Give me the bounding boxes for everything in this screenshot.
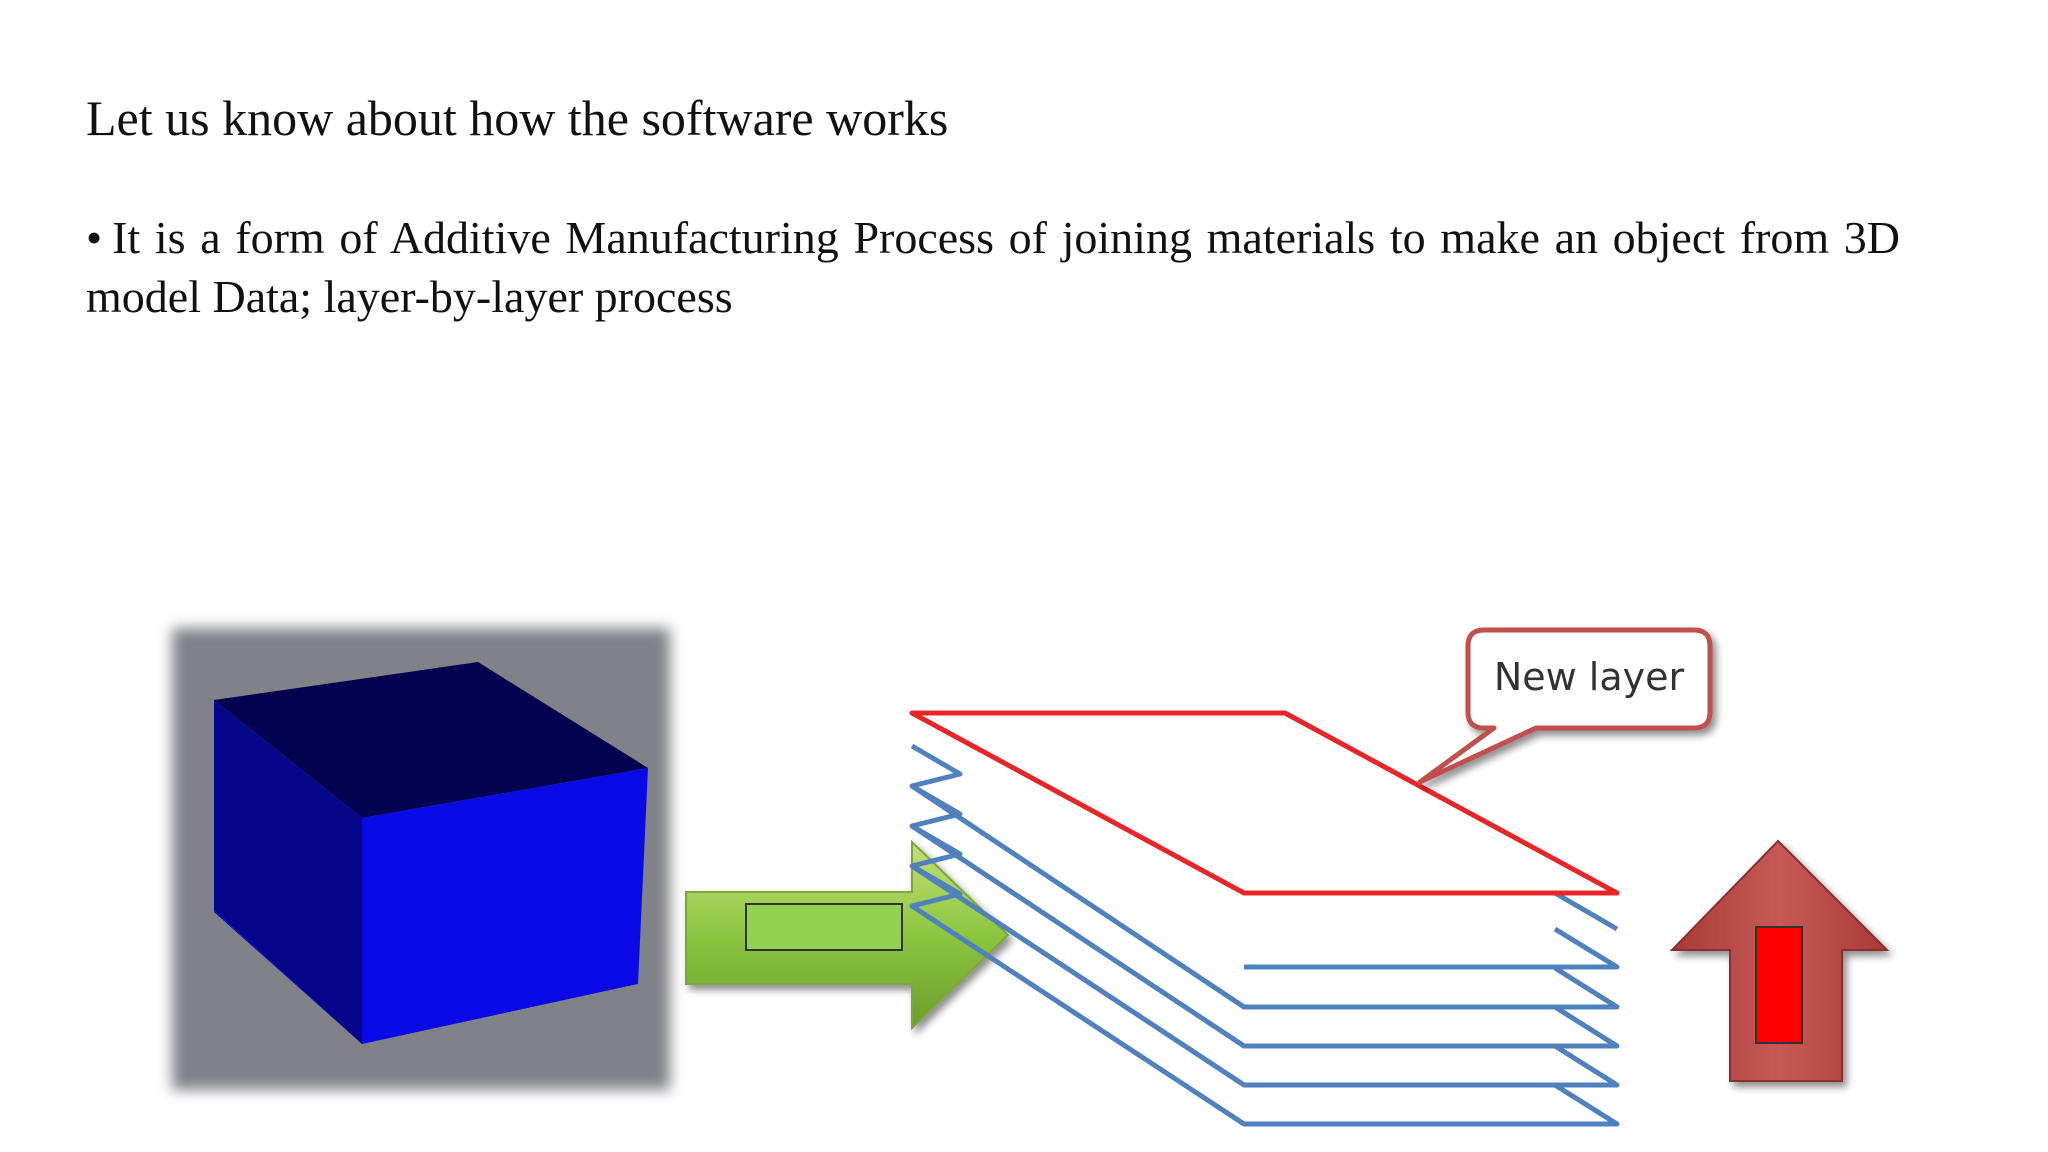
- layer-stack-icon: [909, 743, 1620, 1127]
- callout-label: New layer: [1494, 655, 1685, 699]
- bullet-paragraph: •It is a form of Additive Manufacturing …: [86, 208, 1900, 326]
- bullet-dot: •: [86, 212, 103, 263]
- new-layer-outline: [909, 710, 1620, 896]
- callout-bubble-icon: New layer: [1417, 627, 1713, 785]
- right-arrow-icon: [685, 839, 1010, 1031]
- slide-heading: Let us know about how the software works: [86, 90, 949, 146]
- cube-icon: [172, 628, 670, 1090]
- up-arrow-icon: [1669, 839, 1890, 1082]
- bullet-text: It is a form of Additive Manufacturing P…: [86, 212, 1900, 322]
